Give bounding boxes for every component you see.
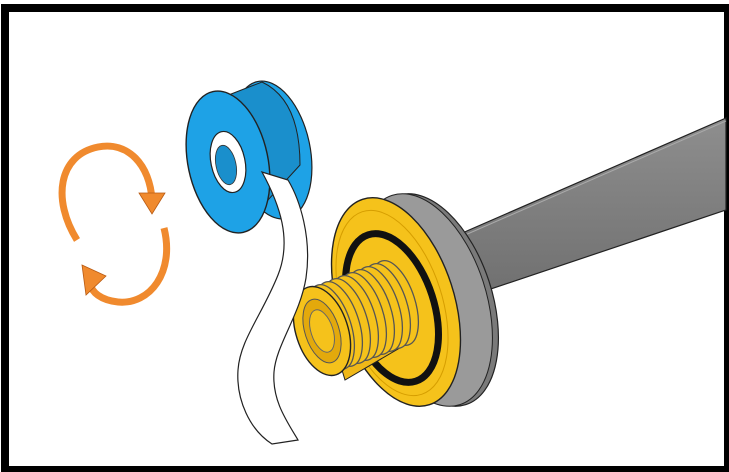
rotation-arrows-icon [58,142,171,306]
threaded-fitting-icon [292,260,420,381]
tape-reel-icon [185,80,313,234]
tape-strip-icon [237,170,309,445]
